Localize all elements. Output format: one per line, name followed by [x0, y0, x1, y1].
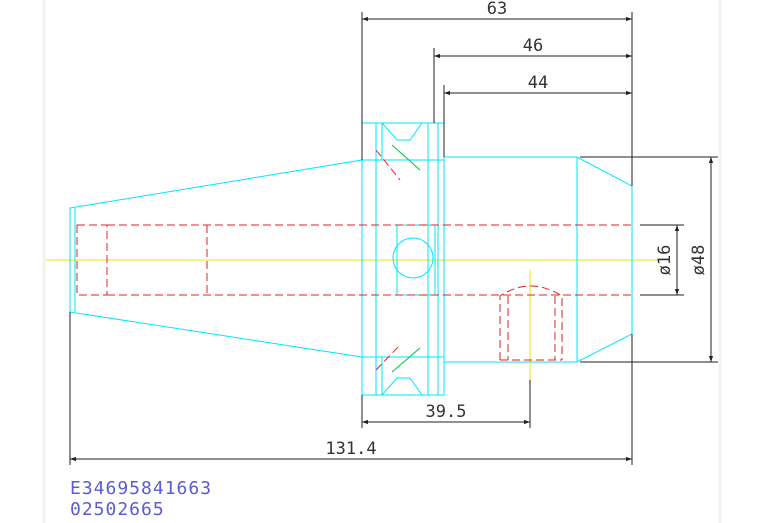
hidden-lines	[76, 149, 632, 371]
flange-diag-1	[375, 149, 401, 181]
dim-label-dia48: ø48	[689, 245, 709, 276]
drive-slot	[396, 224, 436, 296]
cross-hole-circle	[392, 237, 434, 279]
dim-label-dia16: ø16	[655, 245, 675, 276]
part-code-line-2: 02502665	[70, 499, 165, 520]
body-outline	[444, 156, 633, 363]
holder-outline	[69, 122, 633, 396]
v-groove-bottom	[381, 377, 423, 396]
accent-lines	[391, 144, 421, 373]
dimension-lines	[69, 12, 718, 465]
part-code-line-1: E34695841663	[70, 478, 213, 499]
taper-shank	[69, 159, 363, 358]
accent-2	[391, 347, 421, 373]
dim-label-131-4: 131.4	[325, 439, 376, 459]
v-groove-top	[381, 122, 423, 141]
flange-body	[361, 122, 445, 396]
accent-1	[391, 144, 421, 171]
dim-label-39-5: 39.5	[426, 402, 467, 422]
dim-label-44: 44	[528, 73, 548, 93]
set-screw-bore	[499, 285, 563, 360]
dim-label-46: 46	[523, 36, 543, 56]
flange-diag-2	[375, 344, 401, 371]
dim-label-63: 63	[487, 0, 507, 19]
bore-rear	[76, 224, 108, 296]
